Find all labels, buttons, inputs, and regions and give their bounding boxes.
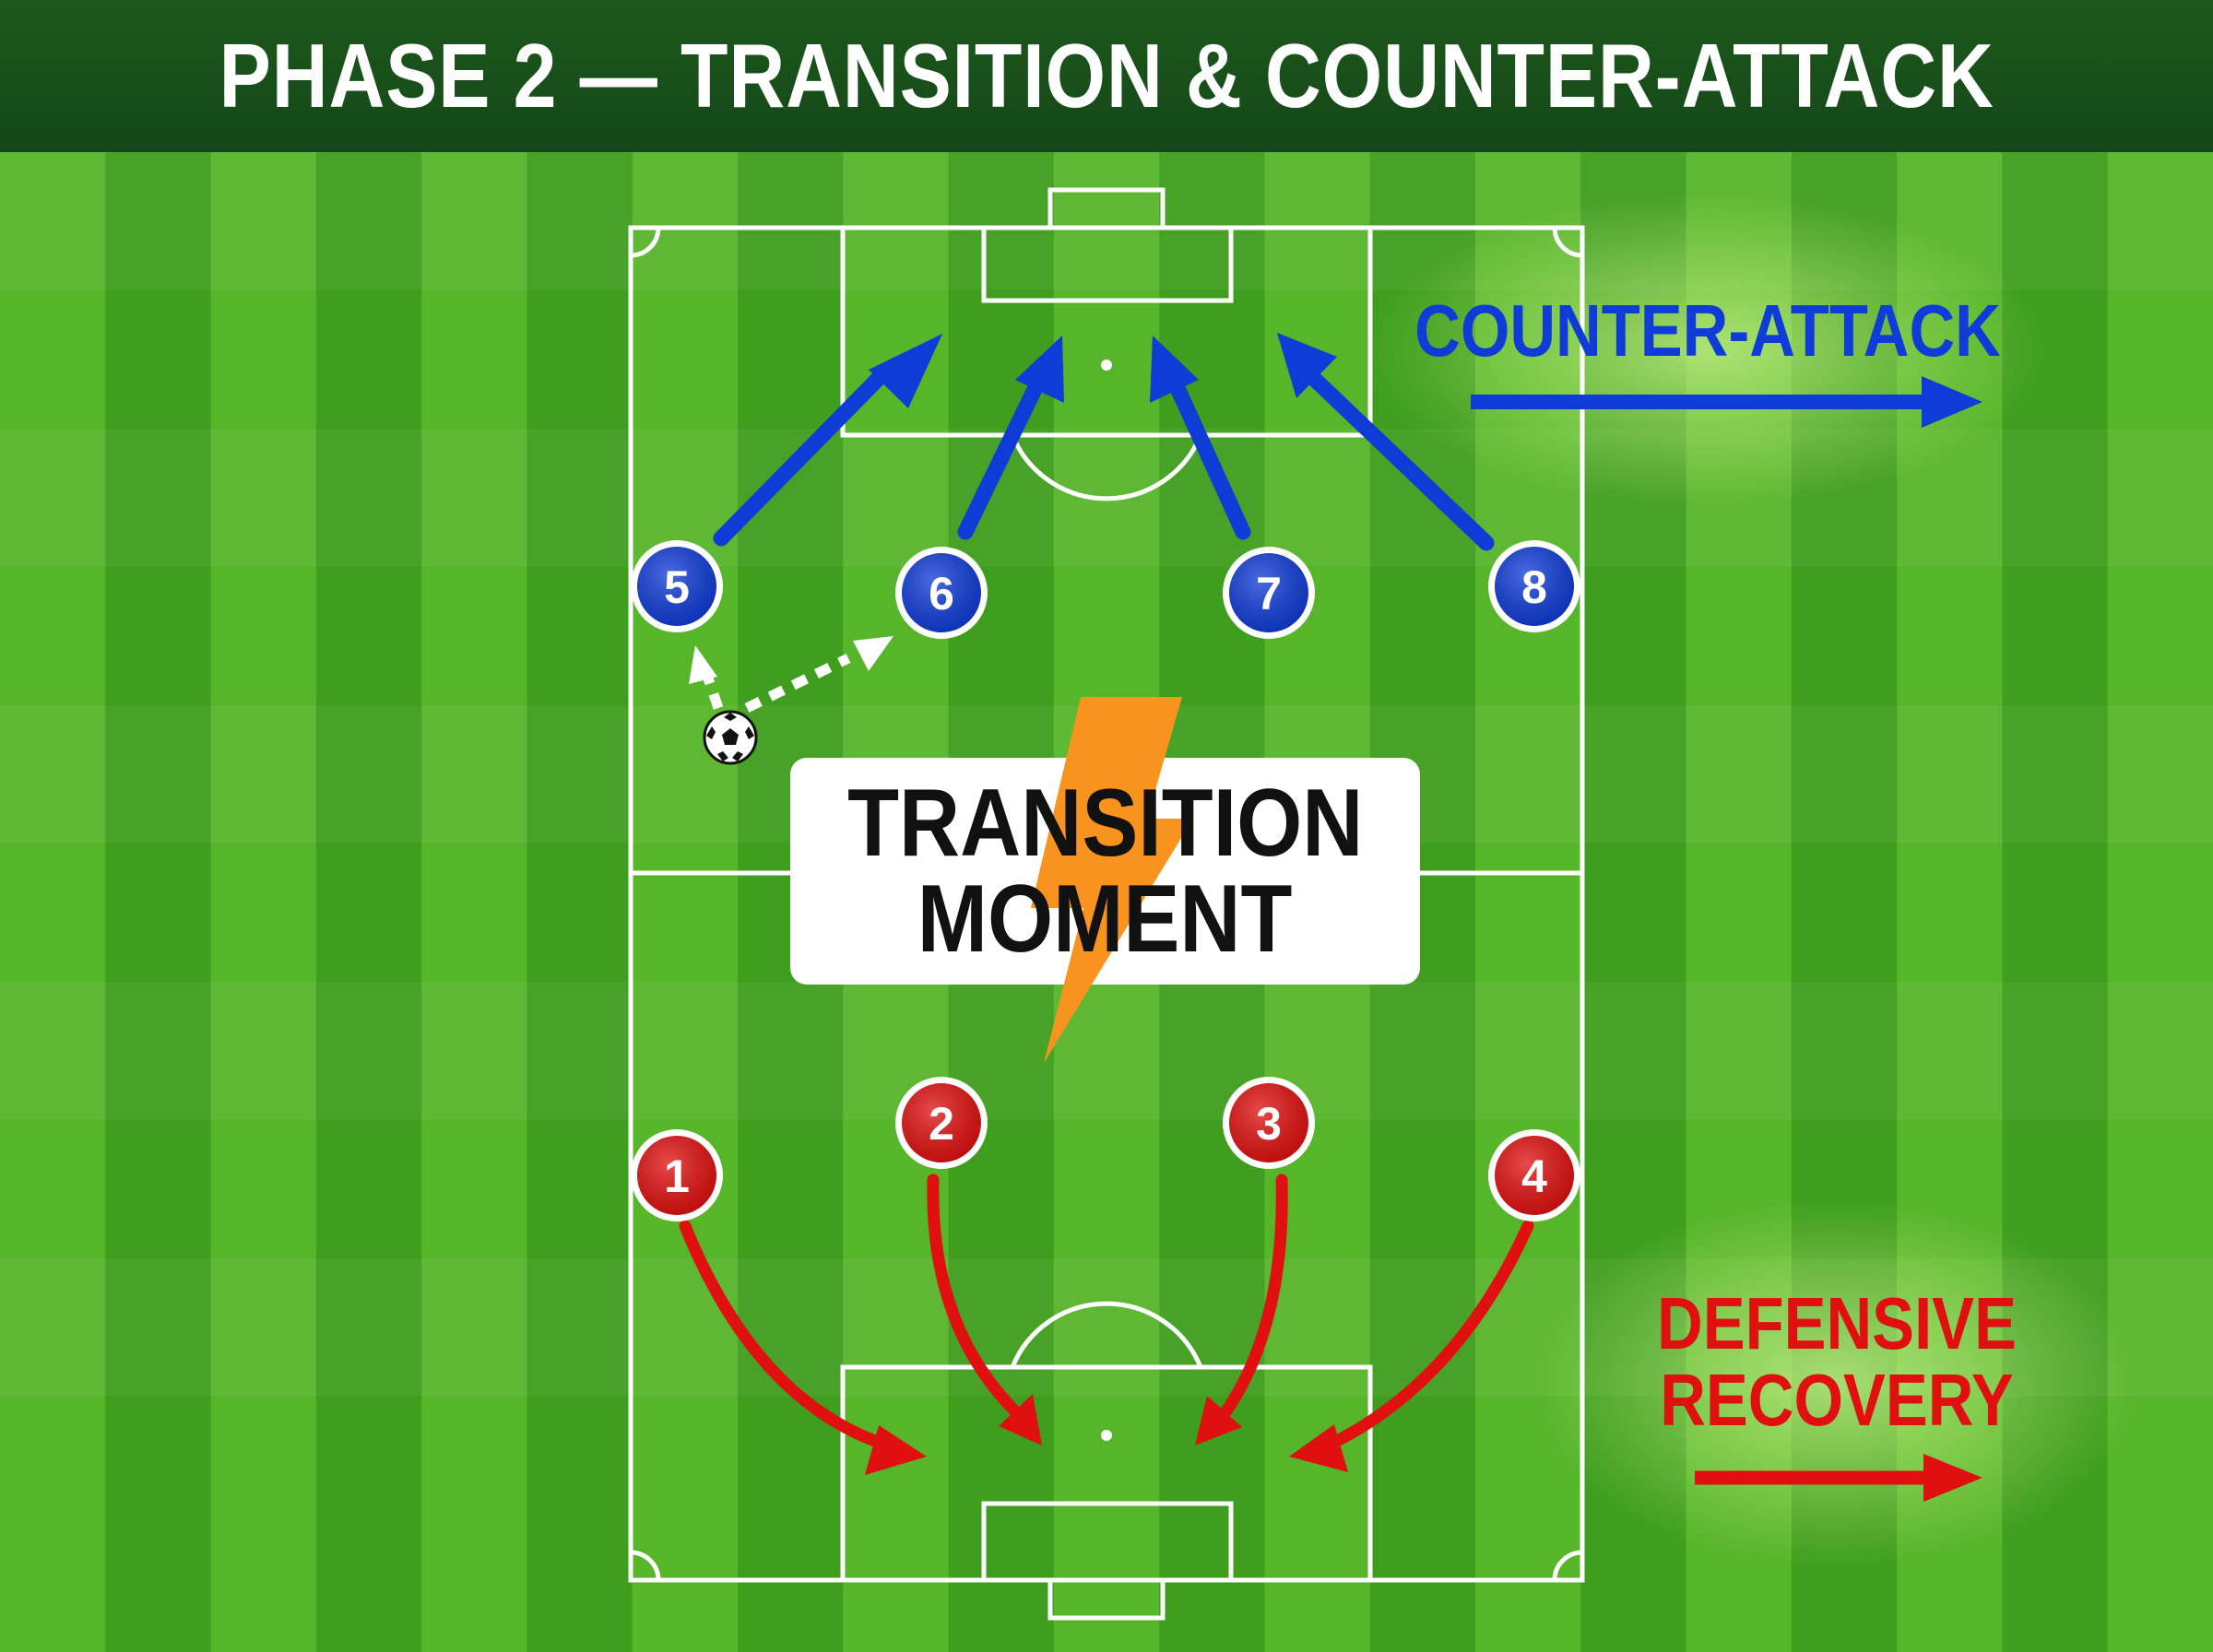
- arrowhead-5: [869, 334, 942, 408]
- top-penalty-spot: [1101, 360, 1112, 371]
- run-arrow-7: [1165, 370, 1251, 540]
- arrowhead-2: [999, 1394, 1042, 1446]
- run-arrow-8: [1299, 364, 1495, 551]
- recovery-arrow-2: [927, 1174, 1025, 1422]
- attacker-number: 6: [929, 568, 954, 620]
- soccer-ball-icon: [703, 710, 758, 765]
- attacking-players: 5 6 7 8: [631, 540, 1580, 639]
- recovery-arrow-3: [1217, 1174, 1288, 1422]
- corner-arc-top-right: [1552, 227, 1583, 258]
- arrowhead-3: [1195, 1396, 1242, 1446]
- defending-players: 1 2 3 4: [631, 1077, 1580, 1221]
- grass-stripe: [210, 0, 317, 1652]
- pass-option-to-6: [744, 654, 851, 713]
- grass-stripe: [315, 0, 423, 1652]
- pass-arrowhead-6: [853, 636, 893, 671]
- attacker-8: 8: [1488, 540, 1580, 632]
- counter-attack-legend-label: COUNTER-ATTACK: [1414, 289, 2001, 372]
- callout-line-2: MOMENT: [917, 866, 1293, 973]
- arrowhead-4: [1289, 1424, 1348, 1472]
- transition-moment-callout: TRANSITION MOMENT: [790, 758, 1420, 985]
- defense-legend-glow: [1531, 1198, 2139, 1567]
- attack-legend-arrowhead: [1922, 376, 1982, 428]
- attacker-5: 5: [631, 540, 723, 632]
- defense-legend-arrowhead: [1923, 1454, 1982, 1502]
- header-bar: PHASE 2 — TRANSITION & COUNTER-ATTACK: [0, 0, 2213, 152]
- defender-1: 1: [631, 1129, 723, 1221]
- bottom-penalty-spot: [1101, 1430, 1112, 1441]
- grass-band: [0, 982, 2213, 1120]
- defensive-recovery-runs: [679, 1174, 1534, 1451]
- defender-2: 2: [895, 1077, 988, 1169]
- attacker-number: 5: [664, 561, 690, 613]
- attacker-7: 7: [1223, 547, 1315, 639]
- attacker-number: 8: [1521, 561, 1547, 613]
- defender-number: 3: [1256, 1098, 1282, 1150]
- lightning-icon: [1031, 758, 1193, 985]
- counter-attack-runs: [713, 361, 1495, 551]
- defender-4: 4: [1488, 1129, 1580, 1221]
- bottom-goal: [1047, 1577, 1166, 1621]
- attacker-6: 6: [895, 547, 988, 639]
- defender-number: 4: [1521, 1150, 1547, 1202]
- pass-arrowhead-5: [689, 645, 717, 684]
- defender-number: 2: [929, 1098, 954, 1150]
- arrowhead-7: [1150, 336, 1199, 403]
- arrowhead-8: [1277, 333, 1337, 398]
- arrowhead-1: [865, 1425, 927, 1475]
- corner-arc-bottom-left: [630, 1550, 661, 1581]
- defender-number: 1: [664, 1150, 690, 1202]
- run-arrow-5: [713, 361, 895, 547]
- run-arrow-6: [957, 370, 1048, 540]
- recovery-arrow-4: [1323, 1220, 1534, 1451]
- corner-arc-top-left: [630, 227, 661, 258]
- counter-attack-arrowheads: [869, 333, 1982, 428]
- page-title: PHASE 2 — TRANSITION & COUNTER-ATTACK: [219, 25, 1994, 126]
- grass-stripe: [421, 0, 528, 1652]
- grass-stripe: [0, 0, 107, 1652]
- defender-3: 3: [1223, 1077, 1315, 1169]
- grass-stripe: [105, 0, 212, 1652]
- corner-arc-bottom-right: [1552, 1550, 1583, 1581]
- grass-stripe: [632, 0, 739, 1652]
- top-penalty-arc: [1010, 434, 1203, 502]
- defensive-recovery-arrowheads: [865, 1394, 1982, 1502]
- top-goal: [1047, 187, 1166, 230]
- defensive-recovery-legend-line2: RECOVERY: [1660, 1358, 2014, 1441]
- defensive-recovery-legend-line1: DEFENSIVE: [1657, 1281, 2017, 1364]
- attacker-number: 7: [1256, 568, 1282, 620]
- attack-legend-glow: [1365, 194, 2047, 507]
- grass-stripe: [527, 0, 633, 1652]
- bottom-penalty-arc: [1010, 1301, 1203, 1368]
- pass-option-arrowheads: [689, 636, 893, 684]
- arrowhead-6: [1015, 336, 1064, 403]
- callout-line-1: TRANSITION: [846, 770, 1364, 877]
- recovery-arrow-1: [679, 1220, 892, 1451]
